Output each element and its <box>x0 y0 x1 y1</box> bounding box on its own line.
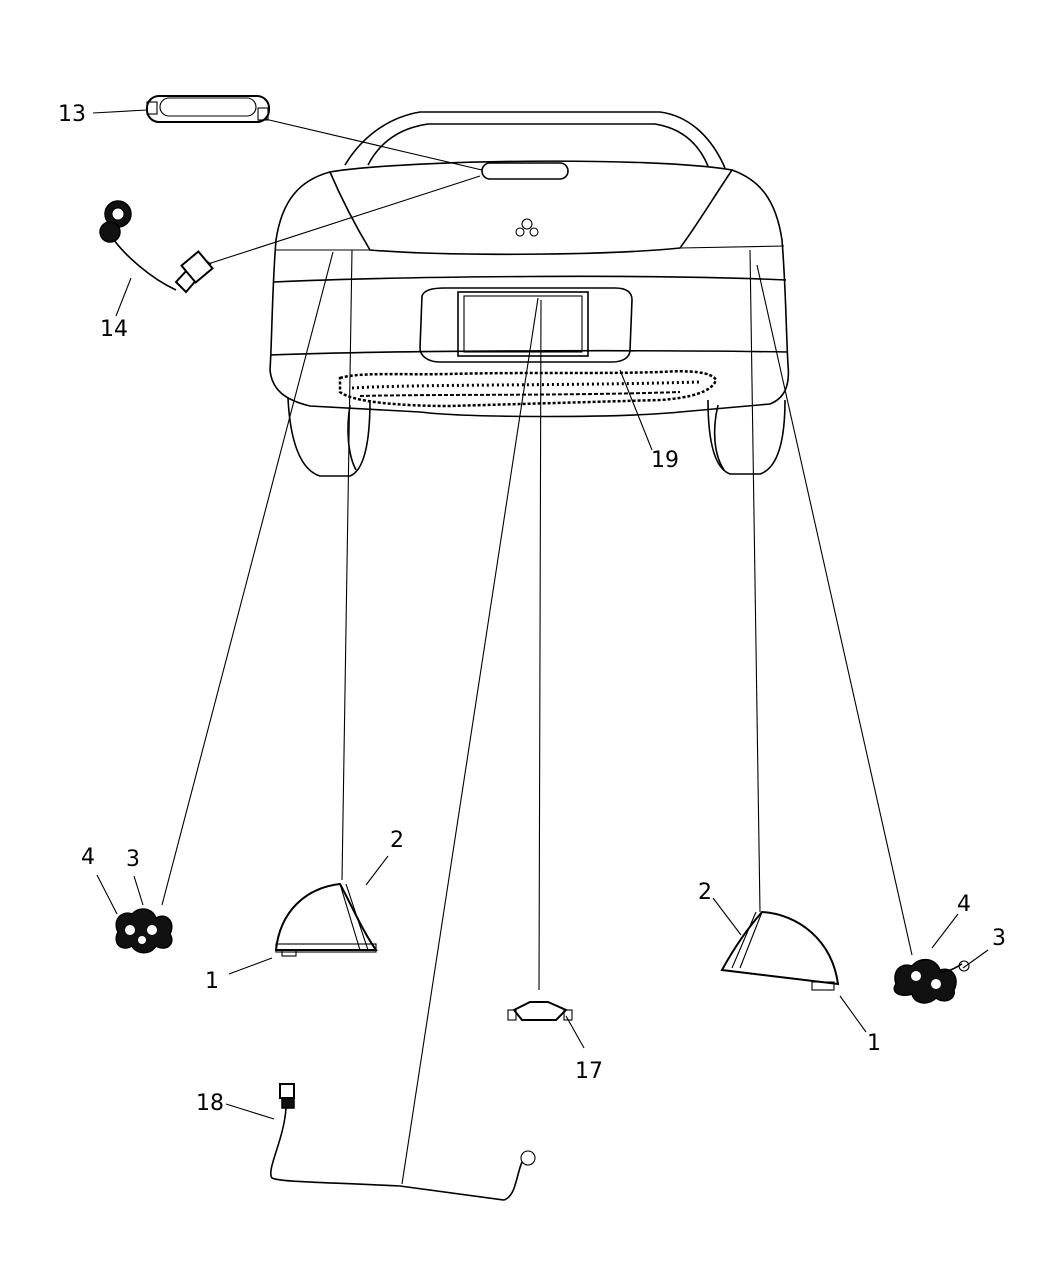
callout-3-right: 3 <box>992 926 1006 951</box>
lower-fascia-strip <box>338 370 718 408</box>
callout-1-right: 1 <box>867 1031 881 1056</box>
callout-18: 18 <box>196 1091 224 1116</box>
callout-4-left: 4 <box>81 845 95 870</box>
right-tail-lamp <box>720 910 840 991</box>
license-lamp-harness <box>270 1083 536 1201</box>
license-lamp <box>507 1001 573 1021</box>
callout-19: 19 <box>651 448 679 473</box>
chmsl-harness <box>99 200 214 294</box>
right-socket-assembly <box>893 958 970 1004</box>
callout-13: 13 <box>58 102 86 127</box>
brand-emblem-icon <box>515 218 539 237</box>
callout-2-right: 2 <box>698 880 712 905</box>
callout-4-right: 4 <box>957 892 971 917</box>
vehicle-rear <box>269 111 790 477</box>
left-tail-lamp <box>274 882 378 957</box>
callout-2-left: 2 <box>390 828 404 853</box>
callout-14: 14 <box>100 317 128 342</box>
left-socket-assembly <box>115 908 173 954</box>
callout-17: 17 <box>575 1059 603 1084</box>
leader-lines <box>92 109 989 1185</box>
chmsl-lamp <box>146 95 270 123</box>
callout-labels: 13 14 19 4 3 2 1 2 4 3 1 17 18 <box>58 102 1006 1116</box>
callout-1-left: 1 <box>205 969 219 994</box>
callout-3-left: 3 <box>126 847 140 872</box>
